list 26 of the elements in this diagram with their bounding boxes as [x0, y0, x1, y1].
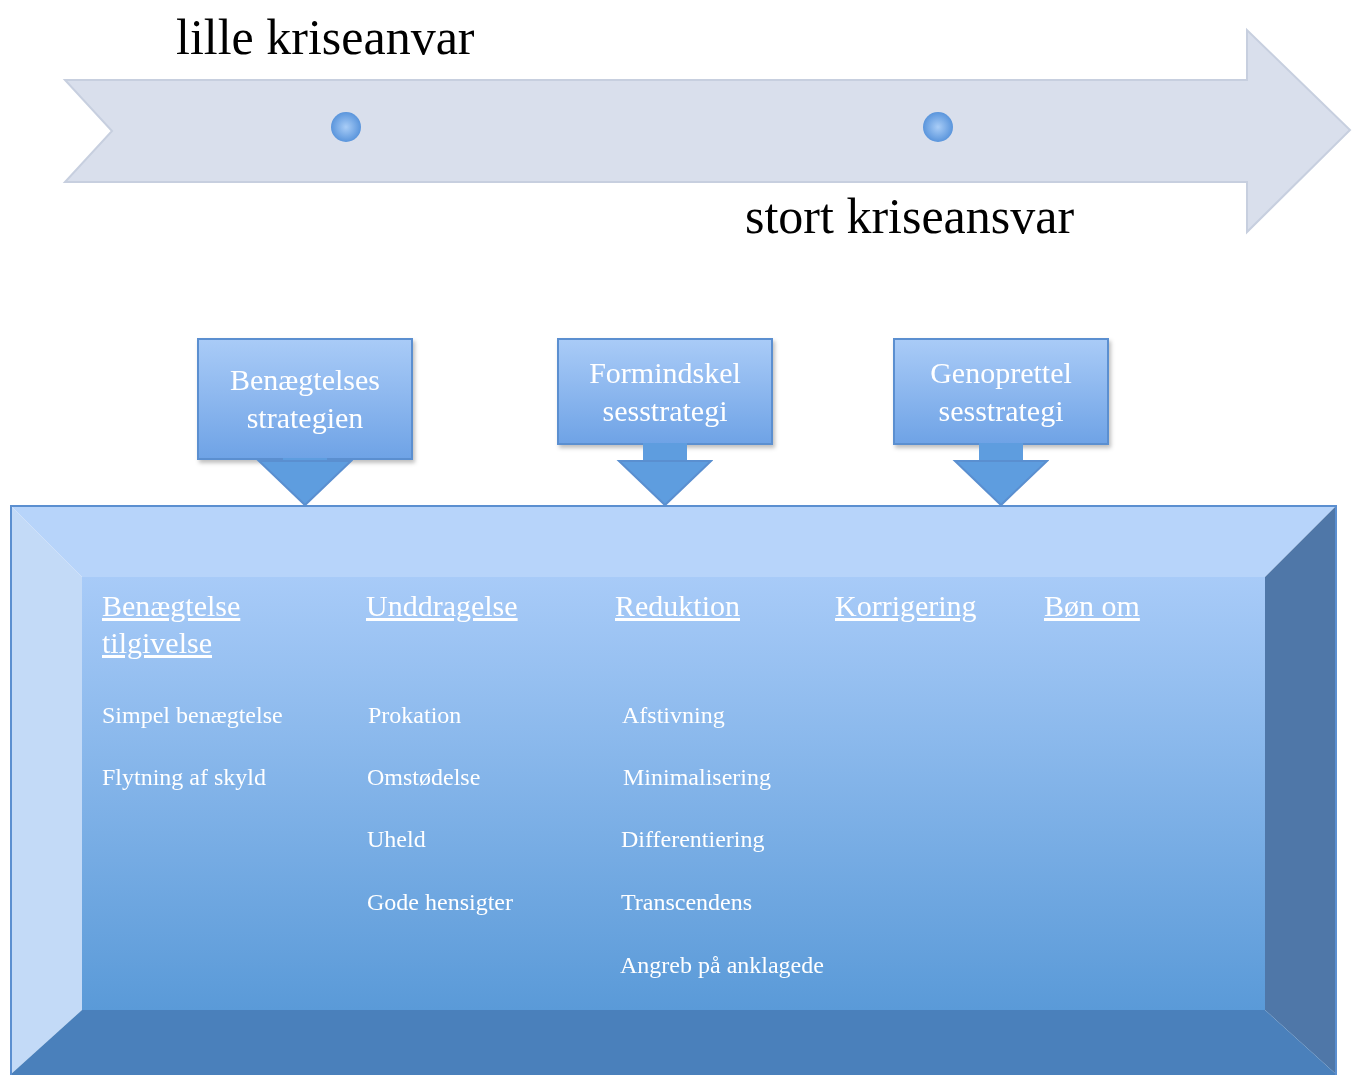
- strategy-item: Omstødelse: [367, 764, 481, 791]
- block-arrow: [954, 443, 1048, 506]
- strategy-item: Prokation: [368, 702, 462, 729]
- strategy-item: Uheld: [367, 826, 426, 853]
- column-heading: Unddragelse: [366, 589, 518, 623]
- column-heading: Korrigering: [835, 589, 977, 623]
- scale-label: lille kriseanvar: [176, 8, 475, 66]
- scale-label: stort kriseansvar: [745, 187, 1075, 245]
- strategy-item: Transcendens: [621, 889, 753, 916]
- block-arrow: [618, 443, 712, 506]
- strategy-item: Differentiering: [621, 826, 765, 853]
- callout-box: Genoprettel sesstrategi: [893, 338, 1109, 445]
- strategy-item: Simpel benægtelse: [102, 702, 283, 729]
- callout-box: Formindskel sesstrategi: [557, 338, 773, 445]
- column-heading: Benægtelse: [102, 589, 241, 623]
- column-heading: tilgivelse: [102, 626, 212, 660]
- strategy-item: Gode hensigter: [367, 889, 513, 916]
- strategy-item: Flytning af skyld: [102, 764, 266, 791]
- bevel-panel: [10, 505, 1337, 1075]
- block-arrow: [258, 458, 352, 506]
- column-heading: Bøn om: [1044, 589, 1140, 623]
- strategy-item: Angreb på anklagede: [620, 952, 824, 979]
- strategy-item: Afstivning: [622, 702, 725, 729]
- strategy-item: Minimalisering: [623, 764, 771, 791]
- column-heading: Reduktion: [615, 589, 740, 623]
- callout-box: Benægtelses strategien: [197, 338, 413, 460]
